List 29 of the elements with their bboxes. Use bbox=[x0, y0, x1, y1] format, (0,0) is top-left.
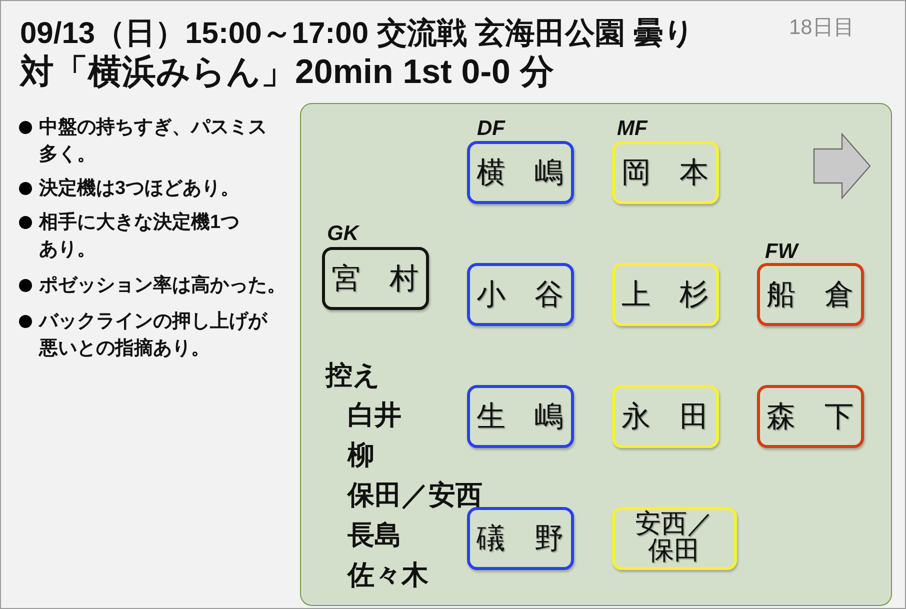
note-text: 相手に大きな決定機1つあり。 bbox=[39, 210, 241, 262]
slide-title: 09/13（日）15:00～17:00 交流戦 玄海田公園 曇り bbox=[20, 16, 695, 52]
position-label: FW bbox=[765, 240, 798, 264]
player-box: 永 田 bbox=[612, 384, 718, 448]
field-panel bbox=[300, 103, 892, 606]
note-text: ポゼッション率は高かった。 bbox=[39, 274, 287, 298]
position-label: MF bbox=[617, 117, 648, 141]
match-subtitle: 対「横浜みらん」20min 1st 0-0 分 bbox=[20, 52, 554, 92]
note-text: バックラインの押し上げが悪いとの指摘あり。 bbox=[39, 310, 269, 361]
position-label: GK bbox=[327, 222, 358, 246]
bench-player-name: 柳 bbox=[348, 438, 374, 472]
player-box: 船 倉 bbox=[756, 262, 864, 326]
player-box: 横 嶋 bbox=[466, 140, 574, 204]
day-counter: 18日目 bbox=[789, 15, 854, 41]
player-box: 岡 本 bbox=[612, 140, 718, 204]
bench-player-name: 長島 bbox=[348, 518, 402, 552]
note-text: 中盤の持ちすぎ、パスミス多く。 bbox=[39, 116, 268, 167]
player-box: 宮 村 bbox=[322, 246, 428, 310]
player-box: 礒 野 bbox=[466, 506, 574, 570]
player-box: 安西／保田 bbox=[612, 506, 736, 570]
note-text: 決定機は3つほどあり。 bbox=[39, 176, 241, 201]
position-label: DF bbox=[477, 117, 505, 141]
player-box: 小 谷 bbox=[466, 262, 574, 326]
player-box: 生 嶋 bbox=[466, 384, 574, 448]
bench-player-name: 佐々木 bbox=[348, 558, 428, 592]
bench-heading: 控え bbox=[326, 358, 380, 392]
bench-player-name: 白井 bbox=[348, 398, 402, 432]
player-box: 上 杉 bbox=[612, 262, 718, 326]
player-box: 森 下 bbox=[756, 384, 864, 448]
